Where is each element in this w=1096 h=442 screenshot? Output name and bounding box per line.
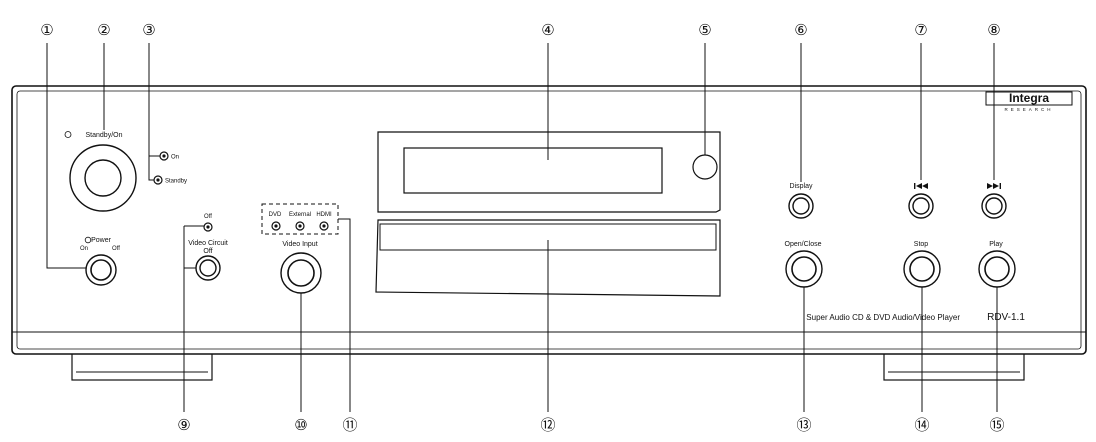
remote-sensor [692,154,718,180]
model-description: Super Audio CD & DVD Audio/Video Player [806,313,960,322]
power-on-label: On [80,246,88,252]
on-indicator-label: On [171,155,179,161]
standby-power-icon [64,131,72,138]
callout-14: ⑭ [914,416,929,434]
brand-logo-text: Integra [1009,91,1049,105]
video-circuit-label: Video Circuit [188,240,228,247]
skip-forward-icon [987,183,1001,189]
stop-label: Stop [914,241,929,248]
callout-numbers: ① ② ③ ④ ⑤ ⑥ ⑦ ⑧ ⑨ ⑩ ⑪ ⑫ ⑬ ⑭ ⑮ [40,21,1004,434]
play-label: Play [989,241,1003,248]
standby-indicator-label: Standby [165,179,187,185]
callout-9: ⑨ [177,416,190,434]
callout-15: ⑮ [989,416,1004,434]
power-label: Power [91,237,112,244]
open-close-label: Open/Close [785,241,822,248]
hdmi-label: HDMI [316,212,332,218]
callout-1: ① [40,21,53,39]
dvd-label: DVD [269,212,282,218]
callout-13: ⑬ [796,416,811,434]
callout-2: ② [97,21,110,39]
display-screen [403,147,663,194]
power-icon [84,236,92,244]
video-circuit-off-label: Off [203,248,212,255]
callout-11: ⑪ [342,416,357,434]
callout-3: ③ [142,21,155,39]
brand-logo [985,91,1073,106]
brand-logo-sub: RESEARCH [1004,107,1053,112]
callout-10: ⑩ [294,416,307,434]
standby-on-label: Standby/On [86,132,123,139]
video-circuit-led-label: Off [204,214,212,220]
skip-back-icon [914,183,928,189]
right-foot [883,349,1025,381]
display-label: Display [790,183,813,190]
callout-6: ⑥ [794,21,807,39]
callout-5: ⑤ [698,21,711,39]
left-foot [71,349,213,381]
leader-lines [46,43,998,412]
callout-4: ④ [541,21,554,39]
callout-12: ⑫ [540,416,555,434]
power-off-label: Off [112,246,120,252]
model-name: RDV-1.1 [987,312,1025,323]
external-label: External [289,212,311,218]
callout-7: ⑦ [914,21,927,39]
video-input-label: Video Input [282,241,317,248]
callout-8: ⑧ [987,21,1000,39]
